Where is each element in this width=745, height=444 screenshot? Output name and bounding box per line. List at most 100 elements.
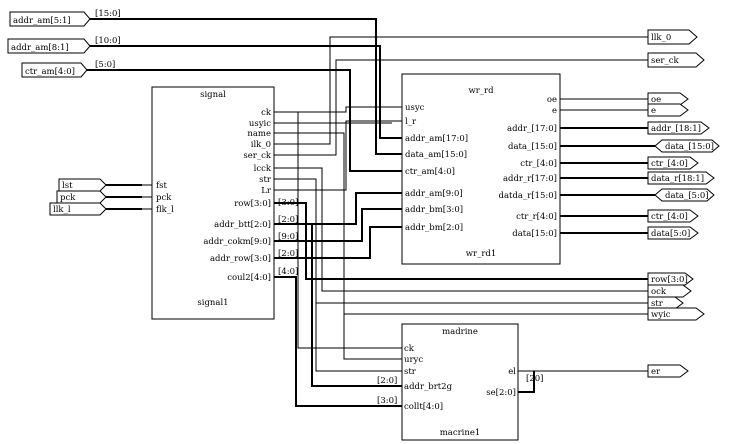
- output-port-data-15[interactable]: data_[15:0]: [654, 139, 720, 153]
- svg-text:lst: lst: [62, 181, 73, 191]
- madrine-pin-ck: ck: [404, 344, 415, 354]
- output-port-ser-ck[interactable]: ser_ck: [647, 52, 705, 68]
- signal-block-instance: signal1: [197, 298, 228, 308]
- madrine-block-instance: macrine1: [440, 428, 481, 438]
- svg-text:e: e: [651, 106, 656, 116]
- input-port-addr-am-5[interactable]: addr_am[5:1]: [9, 11, 91, 27]
- bus-label-cokm: [9:0]: [278, 232, 298, 242]
- output-port-ock[interactable]: ock: [647, 284, 692, 298]
- madrine-pin-collt: collt[4:0]: [404, 402, 443, 412]
- svg-text:wyic: wyic: [651, 310, 671, 320]
- signal-block[interactable]: signal signal1 fst pck flk_l ck usyic na…: [151, 86, 275, 320]
- input-port-ctr-am[interactable]: ctr_am[4:0]: [21, 62, 88, 78]
- svg-text:llk_l: llk_l: [53, 205, 71, 215]
- signal-pin-usyic: usyic: [249, 119, 271, 129]
- madrine-pin-el: el: [508, 367, 516, 377]
- svg-text:er: er: [651, 367, 661, 377]
- wr-rd-pin-ctr-r: ctr_r[4:0]: [516, 212, 557, 222]
- madrine-pin-addr-brt2g: addr_brt2g: [404, 382, 453, 392]
- pin-stubs: [142, 98, 572, 407]
- bus-label-10-0: [10:0]: [95, 36, 121, 46]
- signal-pin-ck: ck: [261, 108, 272, 118]
- bus-label-addr-row: [2:0]: [278, 249, 298, 259]
- bus-label-btt: [2:0]: [278, 215, 298, 225]
- output-port-er[interactable]: er: [647, 364, 689, 378]
- madrine-pin-uryc: uryc: [404, 355, 423, 365]
- svg-text:row[3:0]: row[3:0]: [651, 275, 688, 285]
- output-port-data-5-b[interactable]: data[5:0]: [647, 226, 699, 240]
- wr-rd-block-instance: wr_rd1: [466, 249, 497, 259]
- input-port-addr-am-8[interactable]: addr_am[8:1]: [7, 38, 91, 54]
- output-port-row[interactable]: row[3:0]: [647, 272, 694, 286]
- wr-rd-pin-data: data[15:0]: [512, 229, 557, 239]
- signal-pin-pck: pck: [156, 193, 172, 203]
- wr-rd-block[interactable]: wr_rd wr_rd1 usyc l_r addr_am[17:0] data…: [401, 73, 561, 265]
- output-port-str[interactable]: str: [647, 296, 684, 310]
- svg-text:addr_[18:1]: addr_[18:1]: [651, 124, 701, 134]
- output-port-e[interactable]: e: [647, 103, 689, 117]
- svg-text:str: str: [651, 299, 664, 309]
- svg-text:pck: pck: [60, 193, 76, 203]
- wr-rd-pin-ctr-am: ctr_am[4:0]: [405, 167, 455, 177]
- signal-pin-flk-l: flk_l: [156, 205, 174, 215]
- signal-pin-ilk-0: ilk_0: [251, 140, 271, 150]
- wr-rd-pin-data-am: data_am[15:0]: [405, 150, 467, 160]
- output-port-wyic[interactable]: wyic: [647, 307, 705, 321]
- svg-text:addr_am[5:1]: addr_am[5:1]: [13, 16, 71, 26]
- wr-rd-pin-e: e: [552, 106, 557, 116]
- madrine-pin-str: str: [404, 367, 417, 377]
- wr-rd-pin-data-out: data_[15:0]: [508, 142, 557, 152]
- output-port-data-5[interactable]: data_[5:0]: [654, 188, 715, 202]
- output-port-ctr-4[interactable]: ctr_[4:0]: [647, 156, 699, 170]
- svg-text:ock: ock: [651, 287, 667, 297]
- wires: [87, 18, 655, 407]
- input-port-lst[interactable]: lst: [58, 178, 107, 192]
- svg-text:oe: oe: [651, 95, 661, 105]
- bus-label-5-0: [5:0]: [95, 60, 115, 70]
- bus-label-collt: [3:0]: [377, 396, 397, 406]
- wr-rd-pin-addr-am: addr_am[17:0]: [405, 134, 468, 144]
- bus-label-row: [3:0]: [278, 198, 298, 208]
- wr-rd-pin-addr-am-9: addr_am[9:0]: [405, 189, 463, 199]
- svg-text:data_[5:0]: data_[5:0]: [665, 191, 709, 201]
- input-port-llk-l[interactable]: llk_l: [49, 202, 107, 216]
- signal-pin-addr-row: addr_row[3:0]: [210, 254, 271, 264]
- output-port-data-r-18[interactable]: data_r[18:1]: [647, 171, 715, 185]
- signal-pin-row: row[3:0]: [234, 199, 271, 209]
- output-port-ctr-4-b[interactable]: ctr_[4:0]: [647, 209, 699, 223]
- signal-pin-name: name: [247, 129, 271, 139]
- output-port-llk-0[interactable]: llk_0: [647, 29, 698, 45]
- bus-label-se: [20]: [526, 374, 543, 384]
- wr-rd-pin-addr-bm-3: addr_bm[3:0]: [405, 205, 463, 215]
- bus-label-coul2: [4:0]: [278, 267, 298, 277]
- svg-text:addr_am[8:1]: addr_am[8:1]: [11, 43, 69, 53]
- svg-text:data[5:0]: data[5:0]: [651, 229, 690, 239]
- wr-rd-pin-datda-r: datda_r[15:0]: [499, 191, 557, 201]
- signal-pin-lr: Lr: [261, 186, 272, 196]
- bus-labels: [15:0] [10:0] [5:0] [3:0] [2:0] [9:0] [2…: [95, 9, 543, 406]
- wr-rd-pin-addr-out: addr_[17:0]: [507, 124, 557, 134]
- output-port-addr-18[interactable]: addr_[18:1]: [647, 121, 710, 135]
- madrine-pin-se: se[2:0]: [486, 388, 516, 398]
- madrine-block-title: madrine: [442, 327, 478, 337]
- signal-block-title: signal: [200, 90, 226, 100]
- signal-pin-str: str: [259, 175, 272, 185]
- wr-rd-pin-l-r: l_r: [405, 117, 417, 127]
- signal-pin-addr-btt: addr_btt[2:0]: [214, 220, 271, 230]
- bus-label-brt2g: [2:0]: [377, 376, 397, 386]
- signal-pin-ser-ck: ser_ck: [243, 151, 271, 161]
- wr-rd-pin-addr-r: addr_r[17:0]: [503, 174, 557, 184]
- svg-text:data_r[18:1]: data_r[18:1]: [651, 174, 704, 184]
- svg-text:ser_ck: ser_ck: [651, 56, 679, 66]
- signal-pin-addr-cokm: addr_cokm[9:0]: [203, 237, 271, 247]
- input-port-pck[interactable]: pck: [56, 190, 107, 204]
- output-port-oe[interactable]: oe: [647, 92, 689, 106]
- madrine-block[interactable]: madrine macrine1 ck uryc str addr_brt2g …: [401, 323, 519, 441]
- wr-rd-pin-ctr-out: ctr_[4:0]: [520, 159, 557, 169]
- signal-pin-coul2: coul2[4:0]: [227, 273, 271, 283]
- svg-text:llk_0: llk_0: [651, 33, 671, 43]
- svg-text:data_[15:0]: data_[15:0]: [665, 142, 714, 152]
- svg-text:ctr_am[4:0]: ctr_am[4:0]: [25, 67, 75, 77]
- wr-rd-pin-addr-bm-2: addr_bm[2:0]: [405, 223, 463, 233]
